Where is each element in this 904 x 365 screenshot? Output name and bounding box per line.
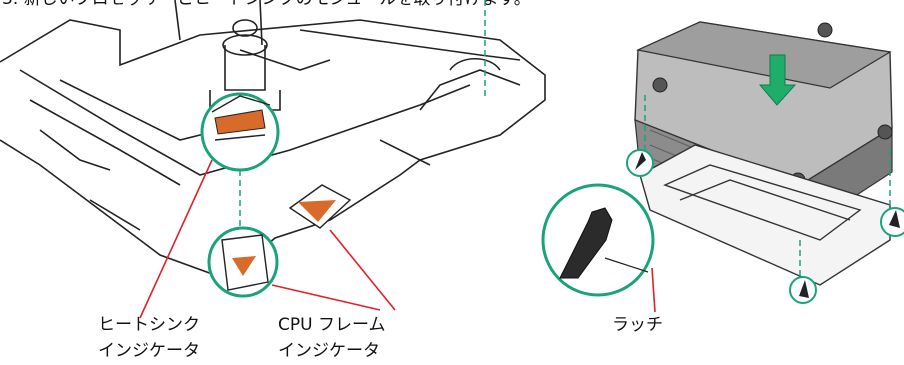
- latch-label: ラッチ: [612, 315, 663, 335]
- latch-leader-line: [651, 267, 656, 313]
- heatsink-indicator-label-line1: ヒートシンク: [98, 315, 200, 335]
- latch-callout: [541, 183, 655, 297]
- cpu-frame-indicator-callout-upper: [288, 184, 352, 229]
- latch-small-callouts: [626, 149, 904, 304]
- heatsink-indicator-label-line2: インジケータ: [98, 341, 200, 361]
- alignment-guides: [239, 0, 486, 240]
- top-caption: 3. 新しいプロセッサーとヒートシンクのモジュールを取り付けます。: [2, 0, 531, 9]
- cpu-frame-indicator-label-line1: CPU フレーム: [278, 315, 385, 335]
- leader-lines-left: [139, 159, 396, 319]
- heatsink-indicator-callout: [200, 92, 280, 172]
- cpu-frame-indicator-callout-lower: [207, 226, 279, 298]
- install-direction-arrow-icon: [758, 54, 797, 106]
- alignment-guides-right: [644, 95, 891, 280]
- cpu-frame-indicator-label-line2: インジケータ: [278, 341, 380, 361]
- processor-socket-frame-right: [639, 144, 891, 286]
